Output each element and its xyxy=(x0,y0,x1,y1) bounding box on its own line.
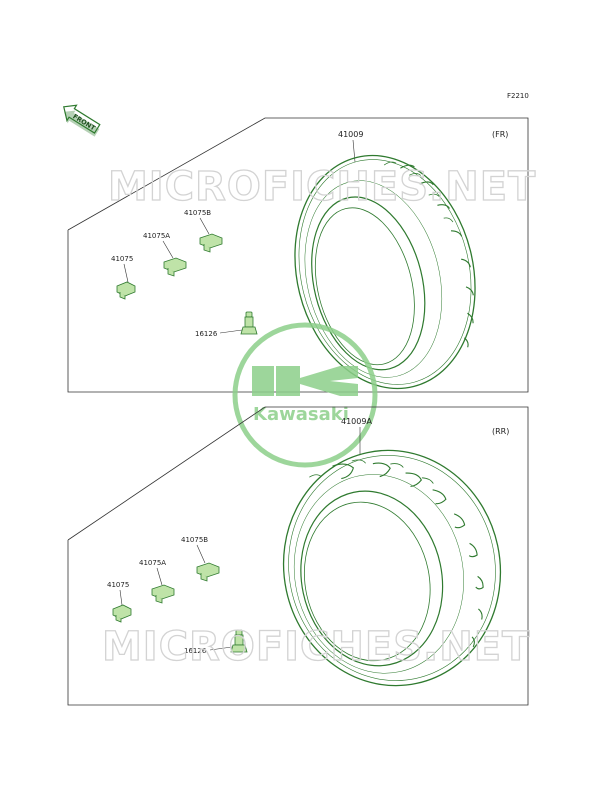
front-weight-b-label: 41075A xyxy=(143,232,170,240)
rear-weight-a-label: 41075 xyxy=(107,581,129,589)
front-tire-part-number: 41009 xyxy=(338,130,363,139)
rear-frame xyxy=(67,406,529,706)
front-weight-c xyxy=(199,233,223,253)
front-valve xyxy=(240,311,258,335)
front-section: (FR) 41009 41075B 41075A 41075 xyxy=(67,117,529,393)
rear-tire-part-number: 41009A xyxy=(341,417,372,426)
front-position-tag: (FR) xyxy=(492,130,508,139)
front-arrow-icon: FRONT xyxy=(63,104,101,137)
rear-position-tag: (RR) xyxy=(492,427,509,436)
front-frame xyxy=(67,117,529,393)
rear-section: (RR) 41009A 41075B 41075A 41075 xyxy=(67,406,529,706)
rear-valve xyxy=(230,629,248,653)
front-weight-b xyxy=(163,257,187,277)
rear-weight-c xyxy=(196,562,220,582)
kawasaki-logo: Kawasaki xyxy=(232,322,378,468)
diagram-code: F2210 xyxy=(507,92,529,100)
rear-weight-b-label: 41075A xyxy=(139,559,166,567)
front-weight-a xyxy=(116,281,136,300)
watermark-bottom: MICROFICHES.NET xyxy=(102,624,530,670)
kawasaki-logo-text: Kawasaki xyxy=(253,404,349,425)
rear-valve-label: 16126 xyxy=(184,647,207,655)
front-weight-c-label: 41075B xyxy=(184,209,211,217)
front-weight-a-label: 41075 xyxy=(111,255,133,263)
rear-weight-c-label: 41075B xyxy=(181,536,208,544)
rear-weight-b xyxy=(151,584,175,604)
kawasaki-k-mark-icon xyxy=(252,366,358,396)
front-valve-label: 16126 xyxy=(195,330,218,338)
rear-tire xyxy=(282,449,502,687)
front-tire xyxy=(294,154,476,390)
rear-weight-a xyxy=(112,604,132,623)
watermark-top: MICROFICHES.NET xyxy=(108,164,536,210)
